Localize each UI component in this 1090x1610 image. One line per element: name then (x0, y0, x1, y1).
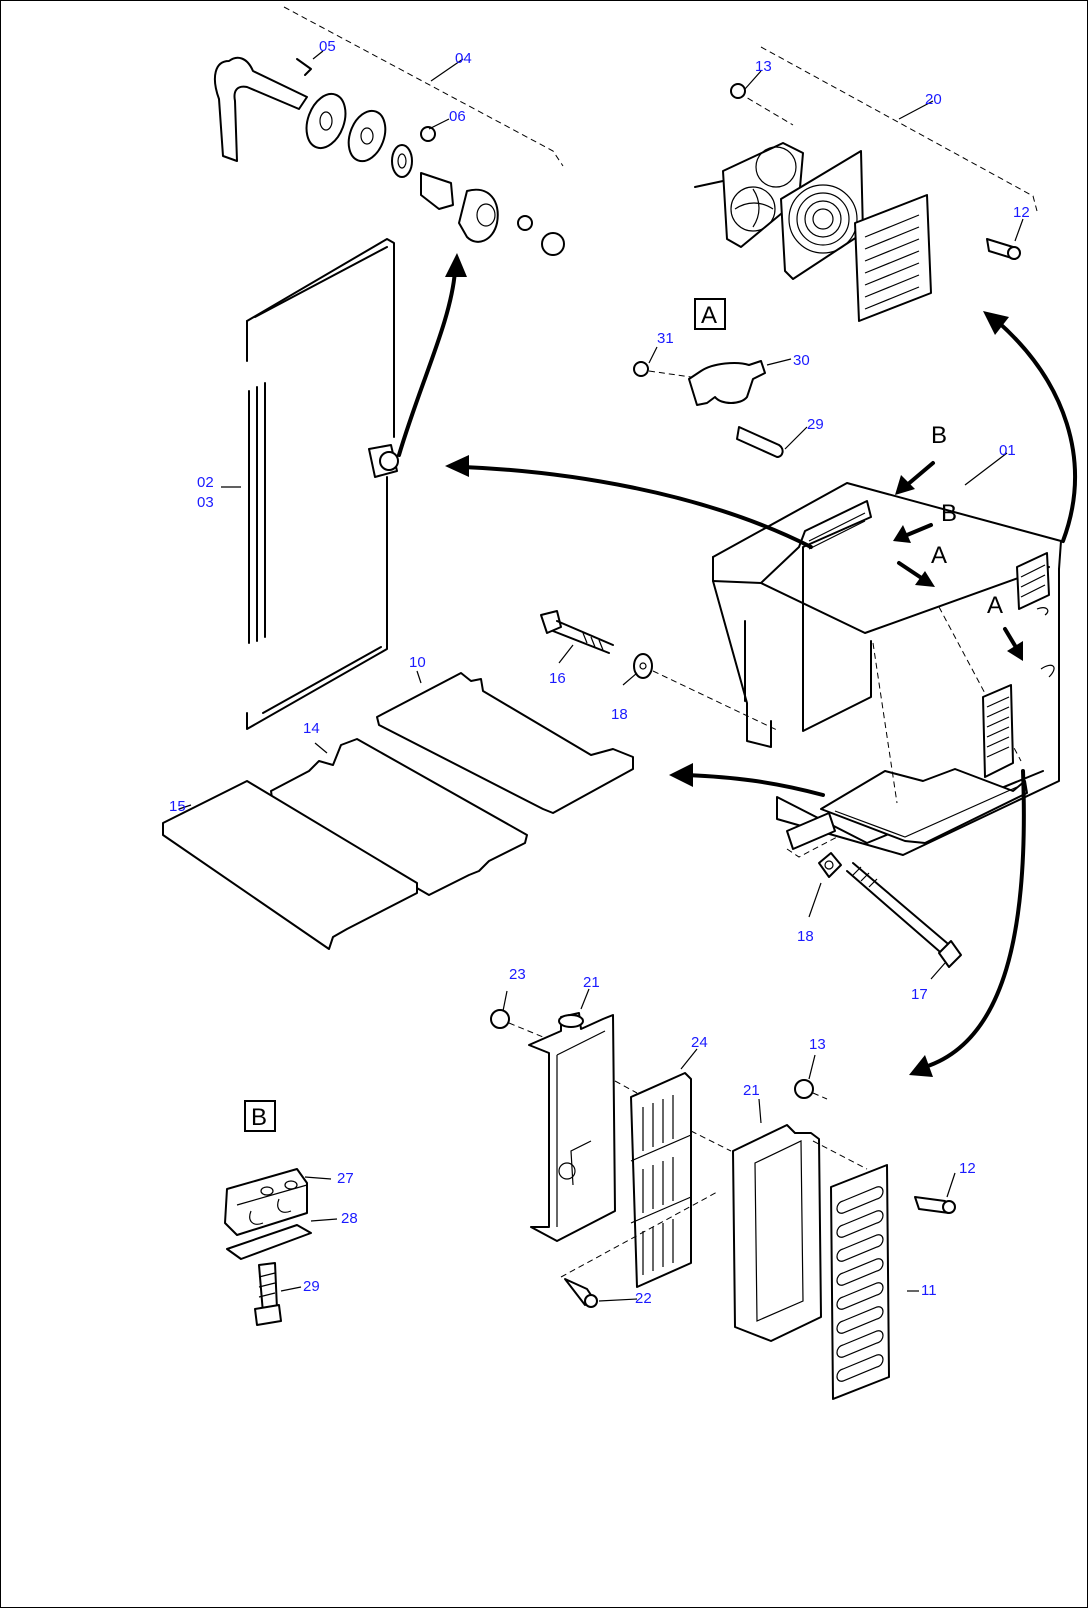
detail-a-label: A (701, 302, 717, 329)
detail-b-bracket: B (224, 1100, 312, 1326)
callout-06: 06 (449, 108, 466, 125)
handle-lock-assembly (213, 6, 565, 256)
bolt-17-washer-18 (818, 852, 962, 968)
callout-13-bottom: 13 (809, 1036, 826, 1053)
callout-17: 17 (911, 986, 928, 1003)
callout-22: 22 (635, 1290, 652, 1307)
detail-a-clamp: A (633, 298, 784, 458)
callout-24: 24 (691, 1034, 708, 1051)
callout-numbers: 05 04 06 13 20 12 31 30 29 01 02 03 16 1… (169, 38, 1030, 1307)
callout-05: 05 (319, 38, 336, 55)
callout-29-top: 29 (807, 416, 824, 433)
leader-lines (178, 50, 1024, 1302)
bolt-16-washer-18 (540, 610, 780, 732)
assembly-arrows (397, 253, 1077, 1077)
callout-13-top: 13 (755, 58, 772, 75)
callout-16: 16 (549, 670, 566, 687)
callout-20: 20 (925, 91, 942, 108)
detail-b-box (244, 1100, 276, 1132)
detail-b-label: B (251, 1104, 267, 1131)
callout-29-bottom: 29 (303, 1278, 320, 1295)
vent-assembly (490, 1009, 956, 1400)
callout-21-left: 21 (583, 974, 600, 991)
callout-15: 15 (169, 798, 186, 815)
callout-18-bottom: 18 (797, 928, 814, 945)
view-arrows: B B A A (893, 422, 1023, 661)
door-panel (246, 238, 399, 730)
view-letter-a2: A (987, 592, 1003, 619)
callout-12-bottom: 12 (959, 1160, 976, 1177)
callout-14: 14 (303, 720, 320, 737)
callout-03: 03 (197, 494, 214, 511)
callout-12-top: 12 (1013, 204, 1030, 221)
callout-23: 23 (509, 966, 526, 983)
callout-27: 27 (337, 1170, 354, 1187)
callout-30: 30 (793, 352, 810, 369)
callout-01: 01 (999, 442, 1016, 459)
callout-28: 28 (341, 1210, 358, 1227)
fan-assembly (694, 46, 1038, 322)
callout-18-middle: 18 (611, 706, 628, 723)
view-letter-b2: B (941, 500, 957, 527)
callout-04: 04 (455, 50, 472, 67)
callout-02: 02 (197, 474, 214, 491)
view-letter-b1: B (931, 422, 947, 449)
detail-a-box (694, 298, 726, 330)
callout-31: 31 (657, 330, 674, 347)
main-cabin (712, 482, 1062, 858)
view-letter-a1: A (931, 542, 947, 569)
callout-11: 11 (921, 1282, 937, 1299)
callout-10: 10 (409, 654, 426, 671)
floor-mats (162, 672, 634, 950)
callout-21-right: 21 (743, 1082, 760, 1099)
